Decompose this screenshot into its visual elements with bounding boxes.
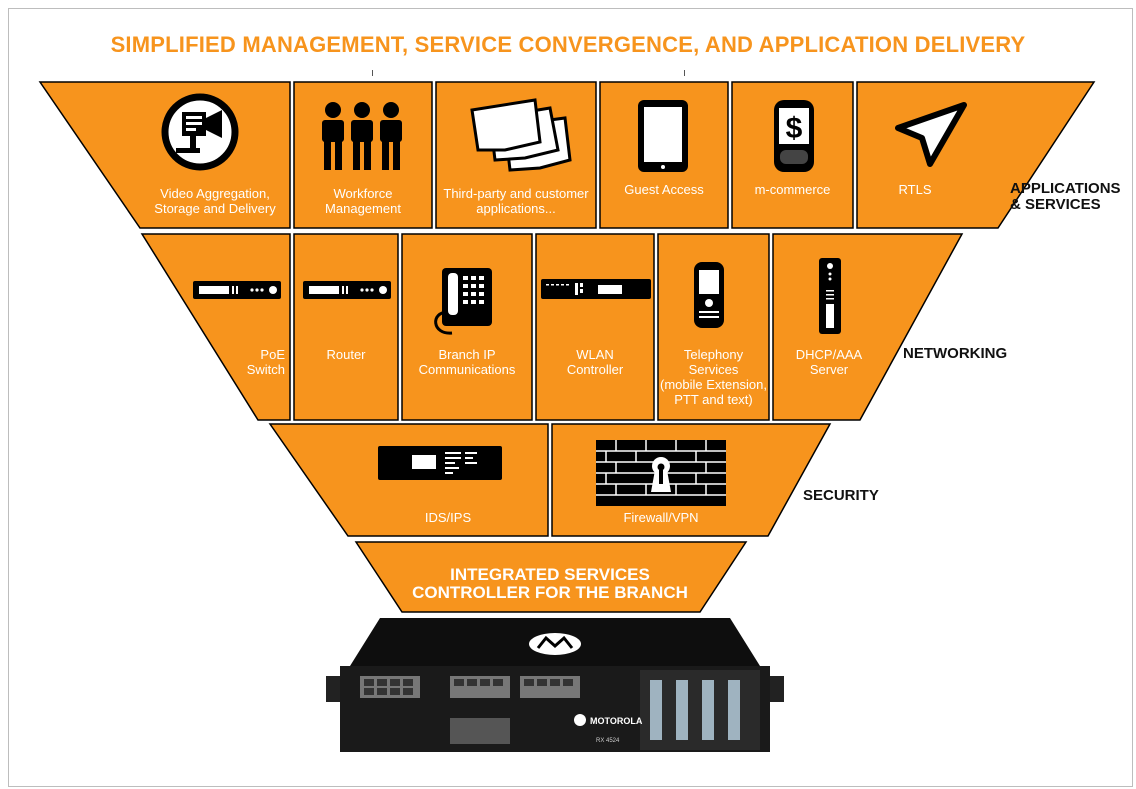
tier-label-line: APPLICATIONS <box>1010 180 1121 197</box>
core-label-line: CONTROLLER FOR THE BRANCH <box>412 583 688 602</box>
label-line: Telephony <box>683 347 744 362</box>
label-line: Management <box>325 201 401 216</box>
label-line: Video Aggregation, <box>160 186 270 201</box>
tablet-icon <box>638 100 688 172</box>
label-poe-switch: PoE Switch <box>230 347 285 377</box>
cell-wlan-controller <box>535 233 655 421</box>
cell-poe-switch <box>140 233 291 421</box>
workforce-people-icon <box>322 102 402 170</box>
label-ids-ips: IDS/IPS <box>424 510 472 525</box>
router-icon <box>303 281 391 299</box>
cell-core-controller <box>354 541 748 613</box>
phone-dollar-icon: $ <box>774 100 814 172</box>
cell-workforce-management <box>293 81 433 229</box>
label-workforce-management: Workforce Management <box>294 186 432 216</box>
video-camera-icon <box>161 93 239 171</box>
wlan-controller-icon <box>541 279 651 299</box>
svg-text:$: $ <box>786 112 803 145</box>
cell-branch-ip <box>401 233 533 421</box>
label-line: PoE <box>260 347 285 362</box>
label-line: Workforce <box>333 186 393 201</box>
label-line: PTT and text) <box>674 392 753 407</box>
documents-stack-icon <box>470 98 572 172</box>
core-label: INTEGRATED SERVICES CONTROLLER FOR THE B… <box>350 566 750 602</box>
server-tower-icon <box>819 258 841 334</box>
core-label-line: INTEGRATED SERVICES <box>450 565 650 584</box>
firewall-icon <box>596 440 726 506</box>
label-line: (mobile Extension, <box>660 377 767 392</box>
label-rtls: RTLS <box>898 182 932 197</box>
label-line: Switch <box>246 362 285 377</box>
label-line: Services <box>688 362 739 377</box>
tier-label-networking: NETWORKING <box>903 345 1008 362</box>
location-arrow-icon <box>895 102 967 167</box>
tier-label-line: & SERVICES <box>1010 196 1101 213</box>
switch-icon <box>193 281 281 299</box>
label-wlan-controller: WLAN Controller <box>536 347 654 377</box>
mobile-phone-icon <box>694 262 724 328</box>
tier-label-applications: APPLICATIONS & SERVICES <box>1010 181 1121 213</box>
diagram-headline: SIMPLIFIED MANAGEMENT, SERVICE CONVERGEN… <box>110 32 1026 57</box>
ids-appliance-icon <box>378 446 502 480</box>
cell-router <box>293 233 399 421</box>
label-guest-access: Guest Access <box>624 182 704 197</box>
label-branch-ip: Branch IP Communications <box>402 347 532 377</box>
label-line: WLAN <box>576 347 614 362</box>
label-firewall-vpn: Firewall/VPN <box>623 510 699 525</box>
device-model-text: RX 4524 <box>596 738 620 744</box>
controller-device-image: MOTOROLA RX 4524 <box>326 618 784 752</box>
tick-mark <box>684 70 685 76</box>
label-line: Third-party and customer <box>443 186 589 201</box>
label-line: DHCP/AAA <box>795 347 863 362</box>
label-m-commerce: m-commerce <box>754 182 831 197</box>
label-line: Server <box>809 362 849 377</box>
label-line: Communications <box>418 362 516 377</box>
label-dhcp-aaa: DHCP/AAA Server <box>773 347 885 377</box>
label-line: Storage and Delivery <box>154 201 276 216</box>
cell-dhcp-aaa <box>772 233 964 421</box>
tier-label-security: SECURITY <box>803 487 879 504</box>
label-video-aggregation: Video Aggregation, Storage and Delivery <box>140 186 290 216</box>
label-telephony: Telephony Services (mobile Extension, PT… <box>658 347 769 407</box>
label-line: Branch IP <box>438 347 496 362</box>
device-brand-text: MOTOROLA <box>590 716 643 726</box>
label-line: Controller <box>566 362 624 377</box>
label-router: Router <box>326 347 366 362</box>
desk-phone-icon <box>434 268 492 335</box>
tick-mark <box>372 70 373 76</box>
label-third-party-apps: Third-party and customer applications... <box>436 186 596 216</box>
label-line: applications... <box>476 201 556 216</box>
